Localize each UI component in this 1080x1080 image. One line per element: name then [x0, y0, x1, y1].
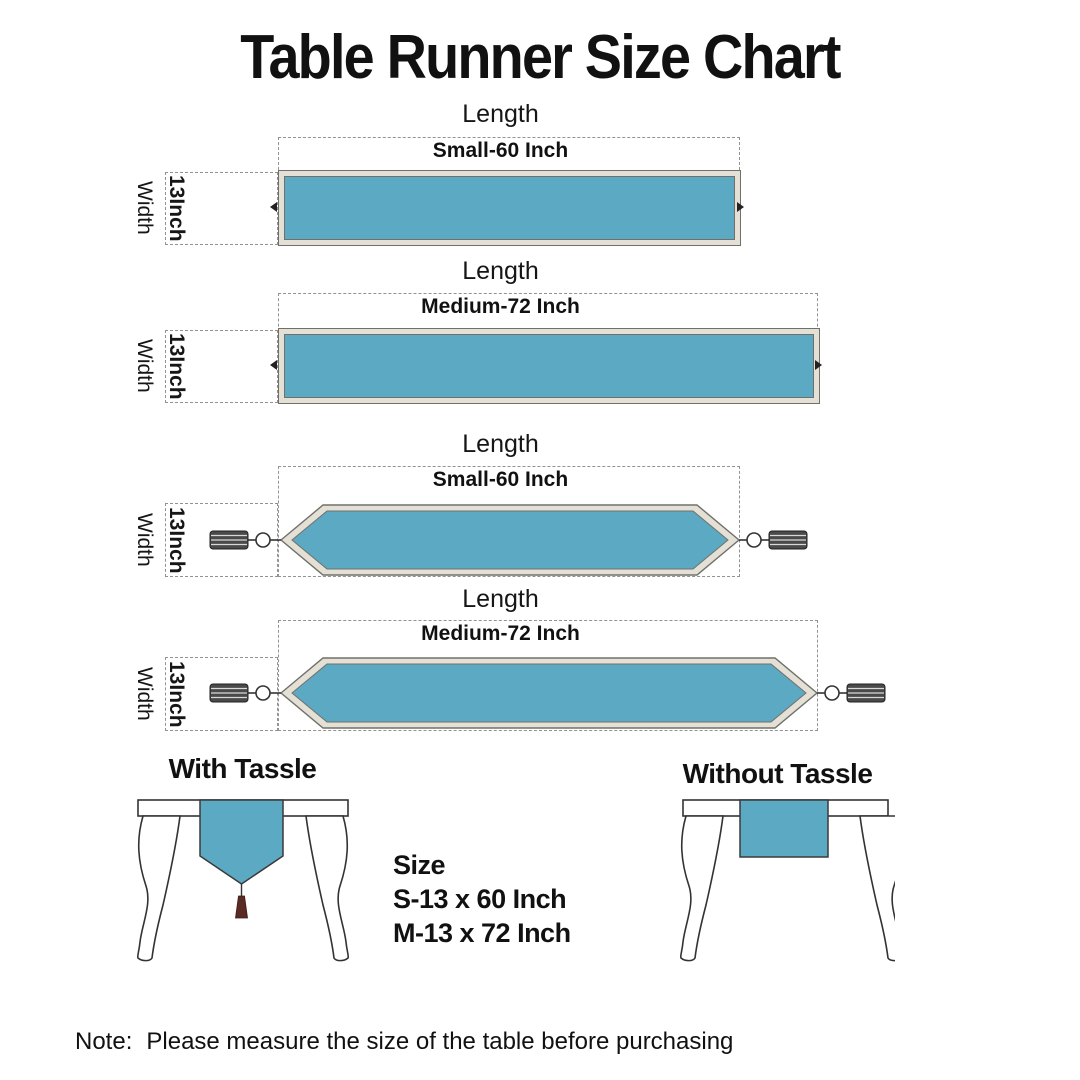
- length-label: Length: [462, 100, 539, 128]
- width-dimension-box: [165, 172, 278, 245]
- size-label: Small-60 Inch: [432, 139, 569, 162]
- size-label: Medium-72 Inch: [421, 622, 580, 645]
- size-label: Small-60 Inch: [432, 468, 569, 491]
- without-tassle-heading: Without Tassle: [682, 758, 873, 789]
- width-value-label: 13Inch: [165, 506, 188, 574]
- width-label: Width: [133, 667, 156, 721]
- width-label: Width: [133, 513, 156, 567]
- table-leg-right: [305, 815, 350, 962]
- dimension-arrow-right-icon: [815, 360, 822, 370]
- size-medium-line: M-13 x 72 Inch: [393, 918, 571, 948]
- length-label: Length: [462, 257, 539, 285]
- hanging-tassel-icon: [235, 884, 248, 919]
- tassel-left-icon: [209, 683, 281, 703]
- runner-rectangle: [279, 171, 740, 245]
- tassel-left-icon: [209, 530, 281, 550]
- width-value-label: 13Inch: [165, 333, 188, 400]
- note-text: Please measure the size of the table bef…: [146, 1028, 734, 1055]
- table-with-tassle-graphic: [136, 799, 350, 962]
- width-label: Width: [133, 181, 156, 235]
- tassel-right-icon: [817, 683, 886, 703]
- size-info: Size S-13 x 60 Inch M-13 x 72 Inch: [393, 848, 571, 950]
- width-value-label: 13Inch: [165, 660, 188, 728]
- length-label: Length: [462, 585, 539, 613]
- width-value-label: 13Inch: [165, 175, 188, 242]
- table-without-tassle-graphic: [679, 799, 895, 962]
- length-label: Length: [462, 430, 539, 458]
- width-dimension-box: [165, 330, 278, 403]
- with-tassle-heading: With Tassle: [168, 753, 317, 784]
- tassel-right-icon: [739, 530, 808, 550]
- runner-hexagon: [291, 510, 729, 570]
- runner-hexagon: [291, 663, 807, 723]
- runner-on-table: [199, 799, 284, 885]
- runner-on-table: [739, 799, 829, 858]
- table-leg-left: [136, 815, 181, 962]
- size-small-line: S-13 x 60 Inch: [393, 884, 567, 914]
- note: Note: Please measure the size of the tabl…: [75, 1028, 733, 1056]
- dimension-arrow-left-icon: [270, 202, 277, 212]
- dimension-arrow-left-icon: [270, 360, 277, 370]
- pointed-runner-graphic: [209, 657, 886, 729]
- pointed-runner-graphic: [209, 504, 808, 576]
- note-prefix: Note:: [75, 1028, 133, 1055]
- size-label: Medium-72 Inch: [421, 295, 580, 318]
- runner-rectangle: [279, 329, 819, 403]
- dimension-arrow-right-icon: [737, 202, 744, 212]
- length-dimension-box: [278, 620, 818, 731]
- table-leg-left: [679, 815, 724, 962]
- table-leg-right: [859, 815, 895, 962]
- length-dimension-box: [278, 466, 740, 577]
- page-title: Table Runner Size Chart: [240, 23, 841, 92]
- size-heading: Size: [393, 850, 446, 880]
- width-label: Width: [133, 339, 156, 393]
- width-dimension-box: [165, 657, 278, 731]
